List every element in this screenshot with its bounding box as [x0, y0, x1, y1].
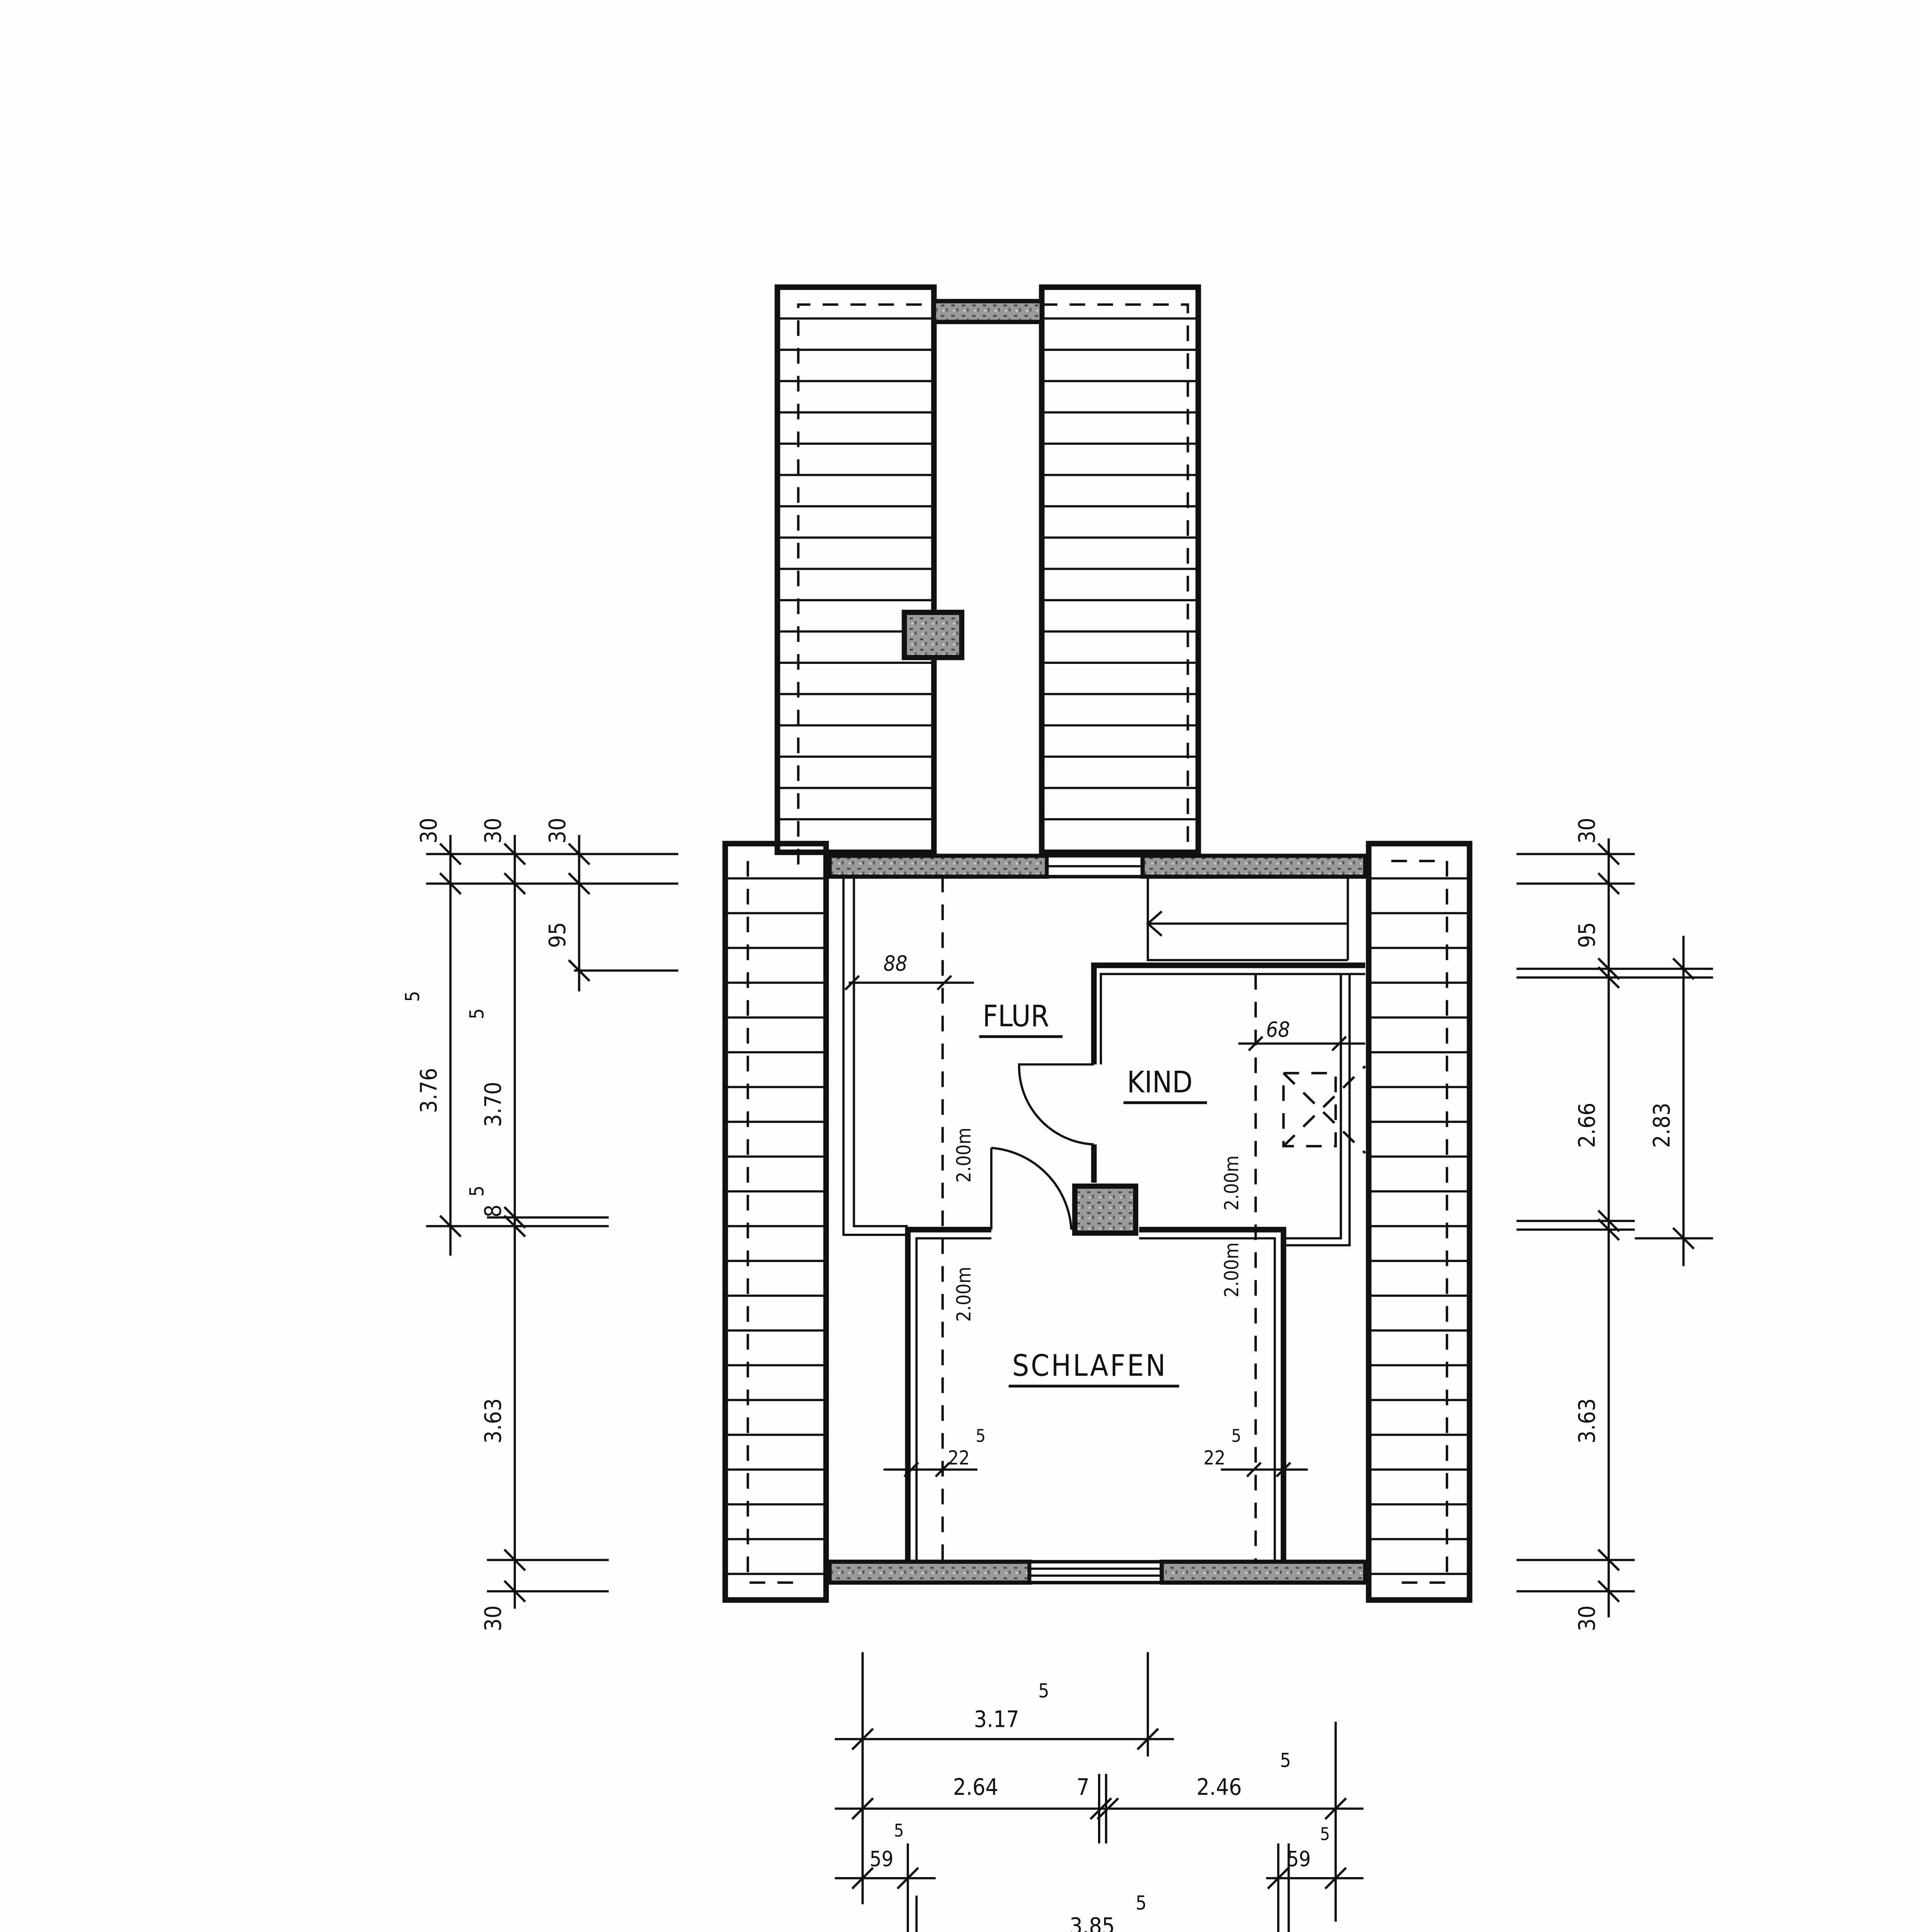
- ridge-wall: [931, 299, 1044, 324]
- height-label-flur: 2.00m: [953, 1128, 975, 1183]
- skylight: [1282, 1072, 1337, 1148]
- door-kind: [1018, 1063, 1094, 1146]
- svg-text:2.64: 2.64: [953, 1774, 998, 1800]
- svg-text:5: 5: [402, 991, 424, 1002]
- svg-text:59: 59: [870, 1847, 894, 1871]
- svg-text:3.63: 3.63: [1574, 1398, 1600, 1444]
- svg-text:5: 5: [976, 1425, 986, 1446]
- svg-text:30: 30: [1574, 1605, 1600, 1631]
- side-roof-left: [722, 841, 829, 1603]
- svg-text:5: 5: [1231, 1425, 1241, 1446]
- svg-text:5: 5: [1280, 1749, 1291, 1772]
- svg-text:5: 5: [466, 1185, 488, 1196]
- svg-text:88: 88: [883, 951, 907, 976]
- gable-wall-bottom: [827, 1560, 1367, 1585]
- svg-text:2.83: 2.83: [1649, 1103, 1675, 1148]
- side-roof-right: [1366, 841, 1472, 1603]
- svg-text:5: 5: [1320, 1824, 1330, 1844]
- chimney-lower: [1072, 1184, 1139, 1236]
- room-label-schlafen: SCHLAFEN: [1012, 1349, 1167, 1383]
- height-label-kind: 2.00m: [1220, 1155, 1243, 1211]
- svg-text:68: 68: [1266, 1017, 1290, 1042]
- upper-roof-section: [774, 284, 1201, 865]
- svg-text:3.63: 3.63: [480, 1398, 506, 1444]
- svg-text:30: 30: [1574, 818, 1600, 844]
- roof-overhang-line-left: [797, 303, 934, 865]
- svg-text:22: 22: [1203, 1447, 1226, 1469]
- interior-dim-88: 88: [844, 951, 974, 991]
- svg-text:22: 22: [948, 1447, 970, 1469]
- interior-walls: [842, 876, 1366, 1562]
- svg-text:3.17: 3.17: [974, 1706, 1019, 1732]
- interior-dim-68: 68: [1238, 1017, 1365, 1051]
- height-label-schlafen-left: 2.00m: [953, 1267, 975, 1322]
- svg-text:95: 95: [545, 922, 571, 948]
- room-label-flur: FLUR: [983, 999, 1049, 1034]
- svg-text:30: 30: [480, 1605, 506, 1631]
- svg-text:3.70: 3.70: [480, 1082, 506, 1127]
- door-schlafen: [990, 1146, 1072, 1230]
- svg-text:30: 30: [416, 818, 442, 844]
- svg-text:30: 30: [545, 818, 571, 844]
- svg-text:59: 59: [1287, 1847, 1311, 1871]
- svg-text:7: 7: [1077, 1774, 1089, 1800]
- svg-text:2.66: 2.66: [1574, 1103, 1600, 1148]
- right-dimension-chains: 30 95 2.66 2.83 3.63 30: [1517, 818, 1713, 1631]
- svg-text:5: 5: [466, 1008, 488, 1019]
- left-dimension-chains: 30 30 30 95 3.76 5 3.70 5 8 5 3.63 30: [402, 818, 678, 1631]
- svg-text:5: 5: [1136, 1892, 1147, 1914]
- interior-dim-22-left: 22 5: [883, 1425, 986, 1478]
- room-label-kind: KIND: [1127, 1065, 1193, 1100]
- svg-text:5: 5: [1038, 1680, 1049, 1702]
- roof-rafters-left: [777, 317, 934, 821]
- svg-text:3.76: 3.76: [416, 1068, 442, 1113]
- bottom-dimension-chains: 3.17 5 2.64 7 2.46 5 59 5 59 5 3.85 5: [835, 1652, 1363, 1932]
- svg-text:2.46: 2.46: [1197, 1774, 1242, 1800]
- height-label-schlafen-right: 2.00m: [1220, 1242, 1243, 1298]
- svg-text:5: 5: [894, 1820, 904, 1841]
- svg-text:30: 30: [480, 818, 506, 844]
- clear-height-lines: [941, 876, 1257, 1562]
- svg-text:95: 95: [1574, 922, 1600, 948]
- svg-text:8: 8: [480, 1204, 506, 1217]
- roof-rafters-right: [1042, 317, 1198, 821]
- roof-overhang-line-right: [1042, 303, 1189, 865]
- gable-wall-top: [827, 854, 1367, 879]
- interior-dim-22-right: 22 5: [1203, 1425, 1308, 1478]
- svg-text:3.85: 3.85: [1070, 1913, 1115, 1932]
- chimney-upper: [902, 609, 965, 660]
